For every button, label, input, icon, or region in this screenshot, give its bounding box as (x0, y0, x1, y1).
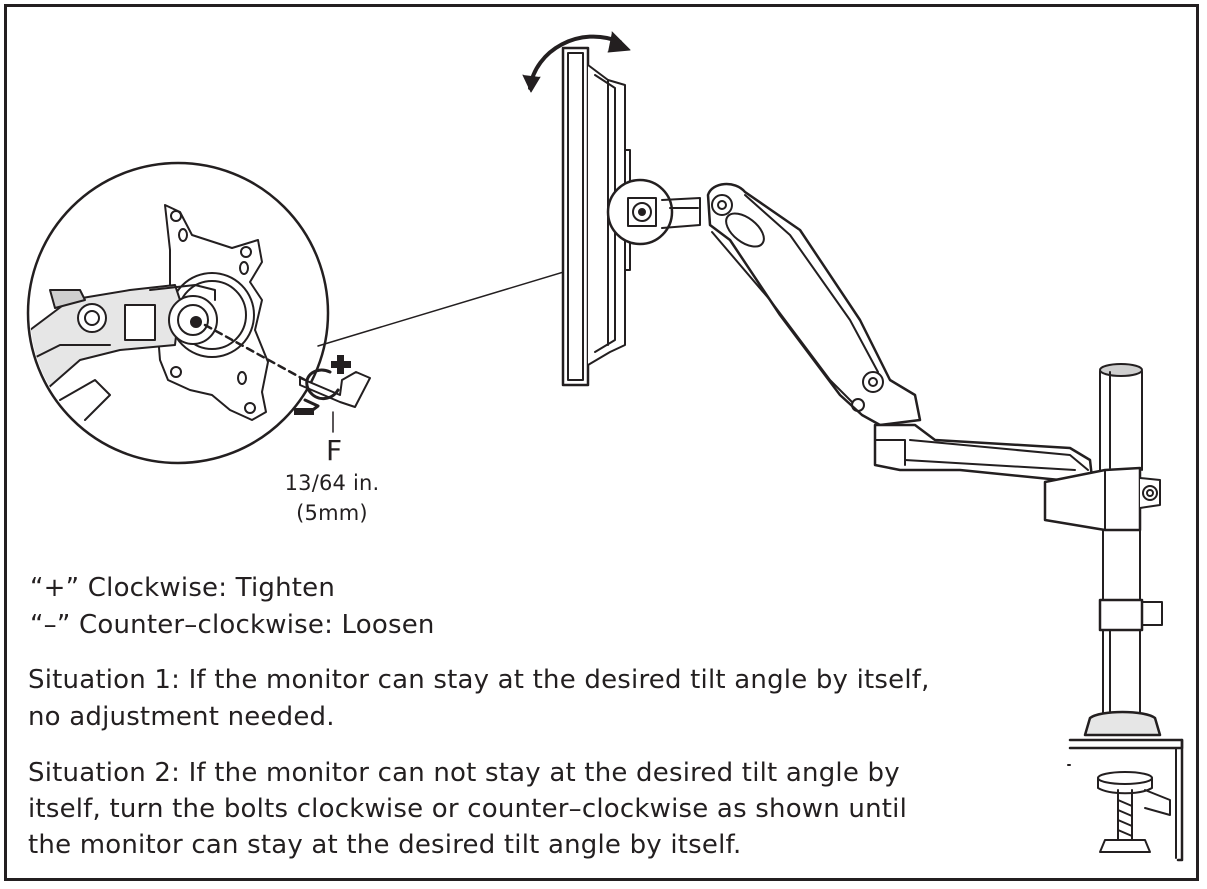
bolt-axis-dashed-line (203, 323, 307, 382)
plus-icon (331, 355, 351, 374)
tool-label: F (326, 434, 343, 467)
pole-collar (1043, 466, 1161, 532)
tilt-joint (606, 178, 701, 246)
situation-2-line-1: Situation 2: If the monitor can not stay… (28, 758, 900, 788)
legend-tighten: “+” Clockwise: Tighten (30, 573, 336, 603)
desk-clamp (1067, 710, 1184, 862)
diagram-frame (4, 4, 1199, 881)
detail-vesa-plate (30, 204, 269, 421)
situation-2-line-3: the monitor can stay at the desired tilt… (28, 830, 742, 860)
situation-2-line-2: itself, turn the bolts clockwise or coun… (28, 794, 908, 824)
monitor (561, 46, 631, 387)
upper-arm (706, 182, 922, 427)
lower-arm (873, 423, 1094, 484)
allen-key-icon (299, 368, 371, 414)
tool-size-mm: (5mm) (296, 501, 368, 525)
situation-1-line-1: Situation 1: If the monitor can stay at … (28, 665, 930, 695)
minus-icon (294, 408, 314, 415)
tool-size-inches: 13/64 in. (284, 471, 380, 495)
situation-1-line-2: no adjustment needed. (28, 702, 335, 732)
legend-loosen: “–” Counter–clockwise: Loosen (30, 610, 435, 640)
pole (1098, 363, 1163, 716)
tilt-rotation-arrow-icon (522, 31, 631, 93)
